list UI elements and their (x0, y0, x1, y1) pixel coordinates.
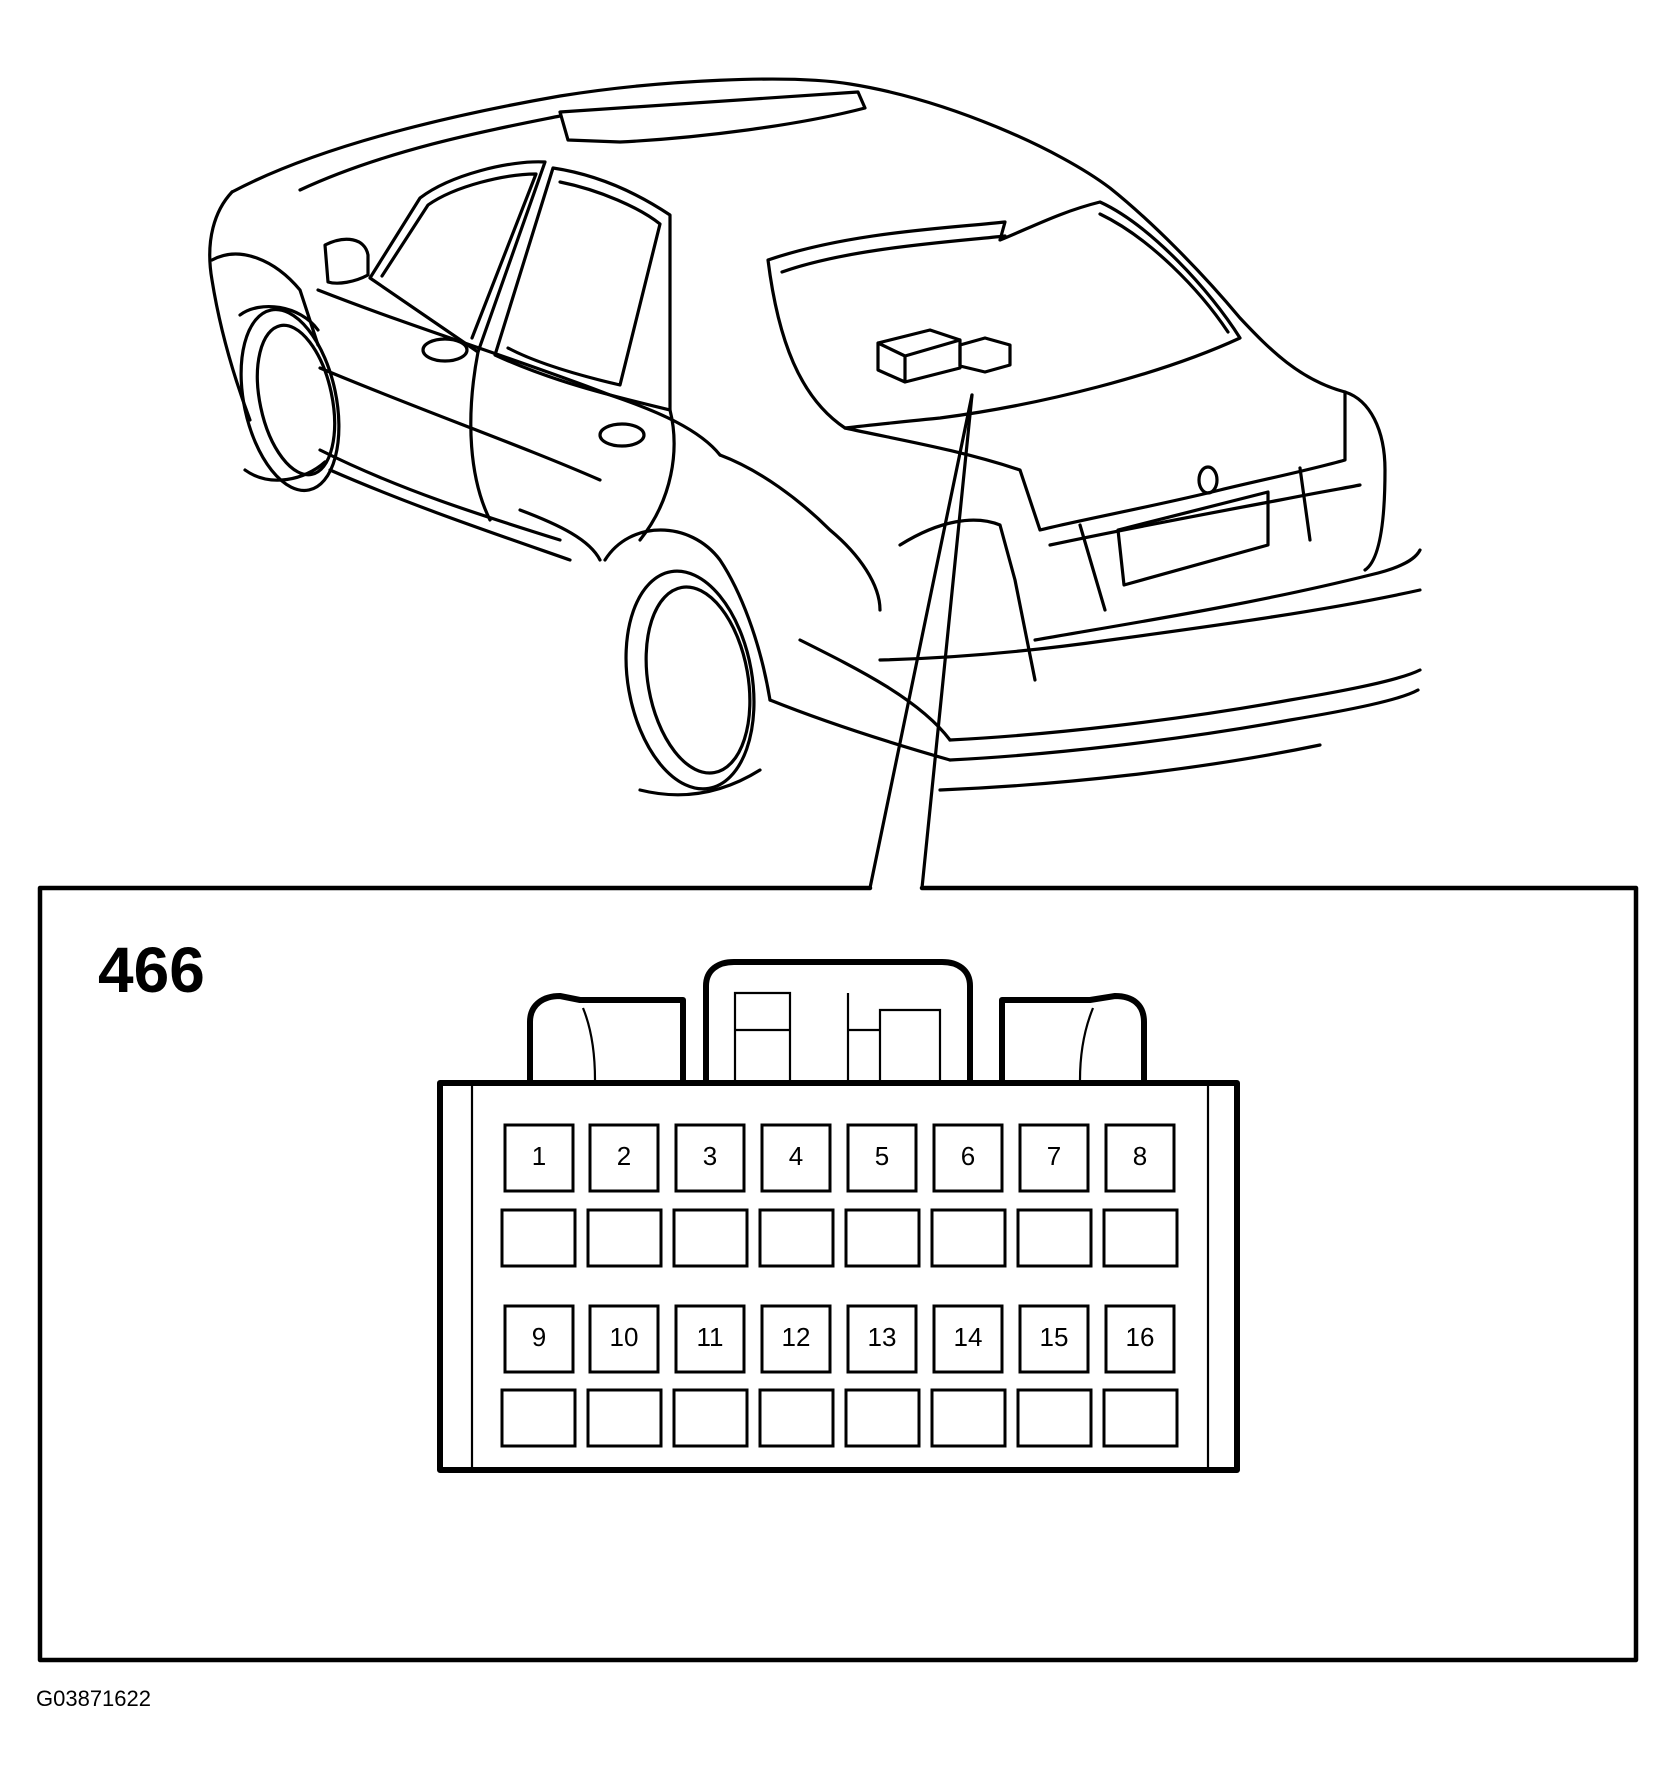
pin-10 (588, 1304, 660, 1374)
car-roof-inner (298, 114, 562, 192)
connector-face: 1 2 3 4 5 6 7 8 (437, 959, 1240, 1473)
center-latch (703, 959, 973, 1080)
pin-row-2: 9 10 11 12 13 14 15 16 (503, 1304, 1176, 1374)
pin-10-label: 10 (610, 1322, 639, 1352)
car-rear-wheel-inner (644, 585, 752, 775)
pin-8 (1104, 1123, 1176, 1193)
car-rear-window-inner (780, 212, 1230, 334)
connector-housing (437, 1080, 1240, 1473)
car-door-rear (638, 408, 676, 542)
car-door-split (469, 350, 492, 522)
pin-1 (503, 1123, 575, 1193)
pin-3-label: 3 (703, 1141, 717, 1171)
pin-16-label: 16 (1126, 1322, 1155, 1352)
cavity-row-1 (500, 1208, 1179, 1268)
pin-14-label: 14 (954, 1322, 983, 1352)
car-sunroof (558, 90, 867, 144)
car-mirror (323, 237, 370, 285)
left-latch (527, 993, 686, 1080)
leader-line-right (920, 393, 974, 890)
car-rear-quarter (718, 453, 882, 612)
car-rear-wheel (624, 569, 756, 791)
connector-detail-panel: 466 (37, 885, 1639, 1663)
figure-code: G03871622 (36, 1686, 151, 1711)
car-door-handle-front (421, 337, 469, 363)
pin-4-label: 4 (789, 1141, 803, 1171)
car-trunk (843, 390, 1347, 532)
pin-5 (846, 1123, 918, 1193)
pin-14 (932, 1304, 1004, 1374)
pin-7-label: 7 (1047, 1141, 1061, 1171)
pin-2-label: 2 (617, 1141, 631, 1171)
component-number: 466 (98, 934, 205, 1006)
car-rear-arch (603, 528, 772, 702)
car-front-side (208, 190, 252, 422)
pin-7 (1018, 1123, 1090, 1193)
car-front-wheel-inner (255, 323, 337, 477)
car-illustration (208, 77, 1422, 890)
pin-8-label: 8 (1133, 1141, 1147, 1171)
car-front-wheel (239, 307, 341, 493)
center-latch-slots (733, 991, 942, 1080)
car-connector-plug (958, 336, 1012, 374)
car-side-crease (318, 366, 602, 482)
pin-12-label: 12 (782, 1322, 811, 1352)
pin-11 (674, 1304, 746, 1374)
pin-6-label: 6 (961, 1141, 975, 1171)
car-license-plate (1116, 490, 1270, 587)
cavity-row-2 (500, 1388, 1179, 1448)
pin-row-1: 1 2 3 4 5 6 7 8 (503, 1123, 1176, 1193)
pin-16 (1104, 1304, 1176, 1374)
pin-13-label: 13 (868, 1322, 897, 1352)
car-front-fender (210, 252, 320, 347)
car-door-handle-rear (598, 422, 646, 448)
car-connector-module (876, 328, 962, 384)
pin-6 (932, 1123, 1004, 1193)
car-roof (230, 77, 1347, 394)
car-badge (1197, 465, 1219, 495)
right-latch (999, 993, 1147, 1080)
pin-3 (674, 1123, 746, 1193)
pin-5-label: 5 (875, 1141, 889, 1171)
pin-2 (588, 1123, 660, 1193)
car-front-window-inner (380, 172, 538, 340)
pin-12 (760, 1304, 832, 1374)
pin-11-label: 11 (697, 1322, 724, 1352)
car-rear-bumper (878, 548, 1422, 792)
car-front-window (368, 160, 547, 354)
pin-15-label: 15 (1040, 1322, 1069, 1352)
pin-15 (1018, 1304, 1090, 1374)
pin-1-label: 1 (532, 1141, 546, 1171)
pin-13 (846, 1304, 918, 1374)
car-side-body (316, 288, 722, 457)
pin-4 (760, 1123, 832, 1193)
leader-line-left (868, 393, 974, 890)
car-sill (318, 448, 572, 562)
car-rear-side-window-inner (506, 180, 662, 387)
pin-9 (503, 1304, 575, 1374)
pin-9-label: 9 (532, 1322, 546, 1352)
